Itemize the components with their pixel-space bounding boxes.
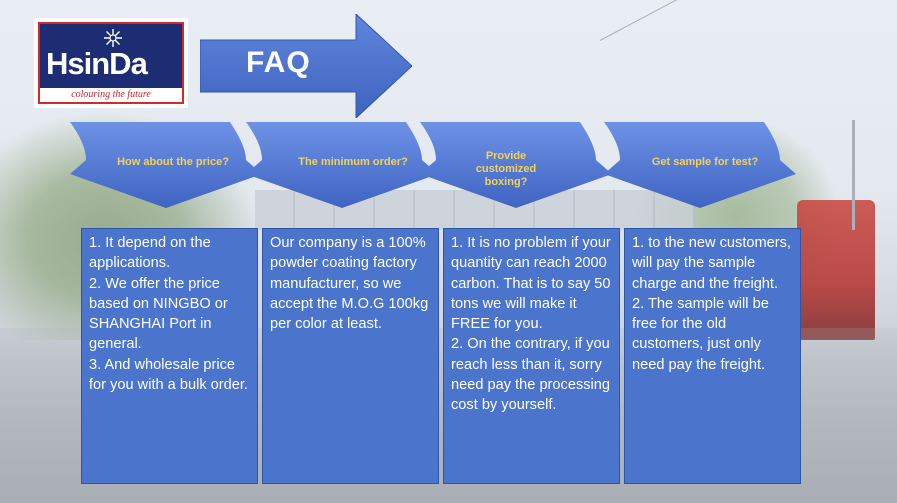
power-wire [599,0,777,41]
question-chevron-3 [420,122,612,208]
answer-box-3: 1. It is no problem if your quantity can… [443,228,620,484]
company-logo: HsinDa colouring the future [34,18,188,108]
logo-wordmark: HsinDa [46,46,148,81]
question-chevron-2 [246,122,438,208]
light-pole [852,120,855,230]
sunburst-icon [104,29,122,47]
question-chevron-1 [70,122,262,208]
question-2: The minimum order? [298,156,408,168]
logo-tagline: colouring the future [40,88,182,102]
red-truck [797,200,875,340]
answer-box-1: 1. It depend on the applications. 2. We … [81,228,258,484]
question-4: Get sample for test? [651,156,759,168]
logo-badge: HsinDa colouring the future [38,22,184,104]
question-chevron-4 [604,122,796,208]
question-3: Provide customized boxing? [475,150,537,188]
answer-box-4: 1. to the new customers, will pay the sa… [624,228,801,484]
question-1: How about the price? [117,156,229,168]
page-title: FAQ [246,46,311,79]
faq-arrow-shape [200,14,412,118]
answer-box-2: Our company is a 100% powder coating fac… [262,228,439,484]
